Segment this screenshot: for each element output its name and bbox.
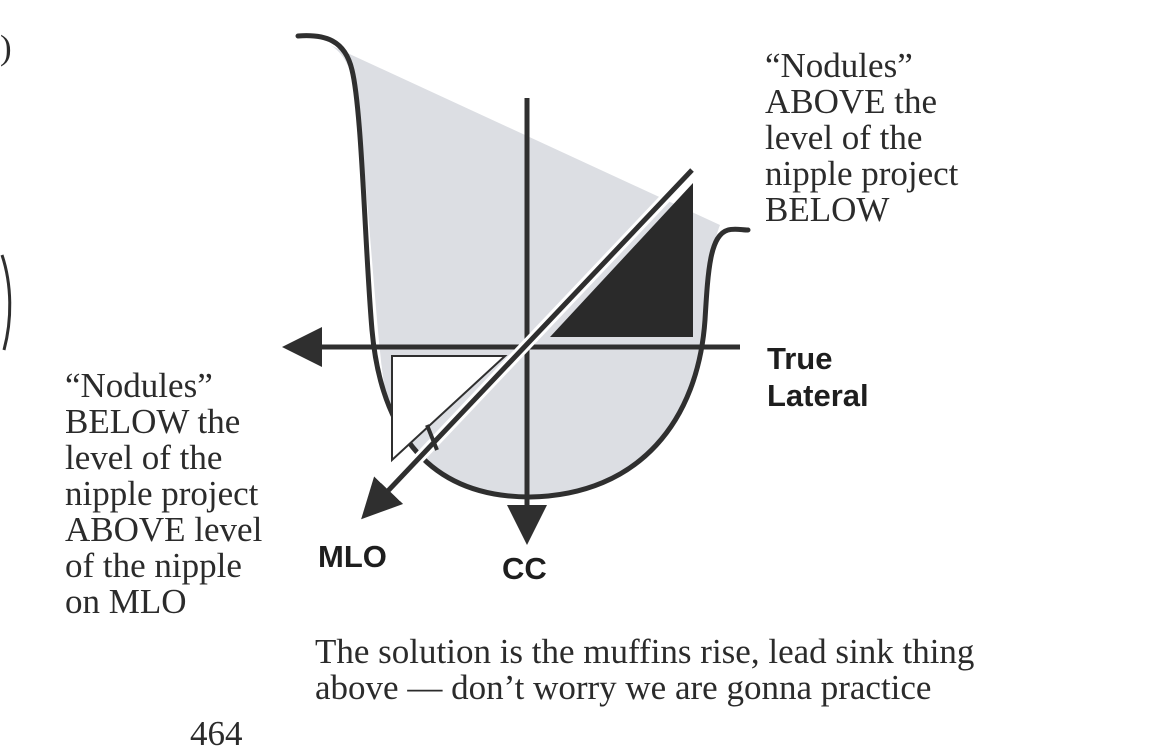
note-below-line: level of the: [65, 438, 223, 477]
note-above-line: BELOW: [765, 190, 890, 229]
caption-line: The solution is the muffins rise, lead s…: [315, 632, 975, 671]
note-below-line: “Nodules”: [65, 366, 213, 405]
breast-projection-diagram: [0, 33, 751, 545]
mlo-projection-tick: [425, 424, 439, 451]
edge-fragment: ): [0, 28, 12, 67]
note-above-line: level of the: [765, 118, 923, 157]
mlo-label: MLO: [318, 539, 387, 574]
true-lateral-label-line: True: [767, 341, 833, 376]
note-below-line: on MLO: [65, 582, 187, 621]
note-below-line: ABOVE level: [65, 510, 263, 549]
note-below-line: nipple project: [65, 474, 259, 513]
breast-outline: [295, 33, 751, 500]
note-nodules-below: “Nodules” BELOW the level of the nipple …: [65, 368, 262, 620]
cc-label: CC: [502, 551, 547, 586]
note-below-line: of the nipple: [65, 546, 242, 585]
true-lateral-label: True Lateral: [767, 340, 869, 414]
note-above-line: ABOVE the: [765, 82, 938, 121]
note-nodules-above: “Nodules” ABOVE the level of the nipple …: [765, 48, 958, 228]
nodule-above-triangle: [550, 183, 693, 337]
caption: The solution is the muffins rise, lead s…: [315, 634, 974, 706]
caption-line: above — don’t worry we are gonna practic…: [315, 668, 932, 707]
page-number-fragment: 464: [190, 714, 243, 753]
nodule-below-triangle: [391, 355, 508, 463]
true-lateral-label-line: Lateral: [767, 378, 869, 413]
note-above-line: nipple project: [765, 154, 959, 193]
note-above-line: “Nodules”: [765, 46, 913, 85]
page-edge-line: [0, 254, 12, 351]
mlo-axis: [361, 168, 694, 520]
note-below-line: BELOW the: [65, 402, 241, 441]
